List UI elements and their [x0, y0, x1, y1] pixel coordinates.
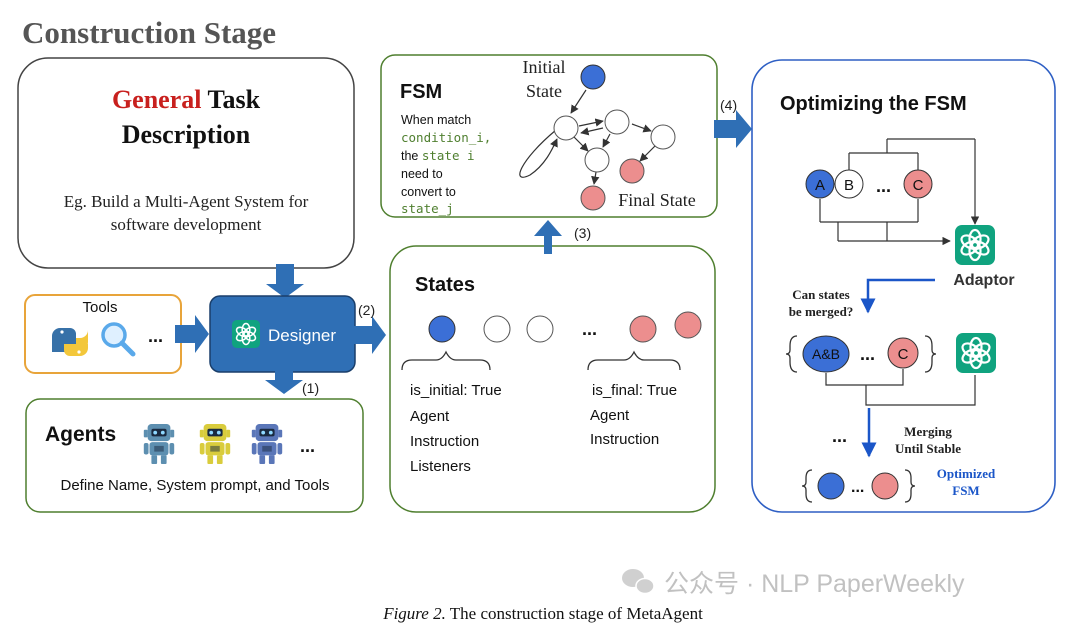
opt-node-b-label: B: [844, 177, 854, 194]
figure-caption: Figure 2. The construction stage of Meta…: [382, 604, 703, 623]
states-ellipsis: ...: [582, 319, 597, 339]
set-brace-right: [904, 469, 916, 503]
python-icon: [52, 328, 88, 356]
merge-question: Can states: [792, 287, 849, 302]
task-example-line2: software development: [111, 215, 262, 234]
state-node: [483, 315, 511, 343]
optimized-fsm-label: Optimized: [937, 466, 996, 481]
arrow-icon: [714, 110, 752, 148]
final-attr: Instruction: [590, 431, 659, 448]
tools-ellipsis: ...: [148, 326, 163, 346]
fsm-initial-node: [580, 64, 606, 90]
tools-label: Tools: [82, 299, 117, 316]
initial-attr: is_initial: True: [410, 382, 502, 399]
arrow-icon: [352, 316, 386, 354]
task-example-line1: Eg. Build a Multi-Agent System for: [64, 192, 309, 211]
initial-state-label: Initial: [523, 57, 566, 77]
optimize-box: Optimizing the FSM A B ... C Adaptor Can…: [751, 59, 1056, 513]
openai-icon: [232, 320, 260, 348]
opt-node-b: [834, 169, 864, 199]
fsm-node: [604, 109, 630, 135]
wechat-icon: [622, 569, 655, 595]
state-node-final: [629, 315, 657, 343]
opt-node-c-label: C: [898, 346, 909, 363]
opt-node-ab-label: A&B: [812, 346, 840, 362]
merge-loop-lines: [825, 369, 976, 406]
task-description-box: General Task Description Eg. Build a Mul…: [17, 57, 355, 269]
initial-attr: Instruction: [410, 433, 479, 450]
agents-ellipsis: ...: [300, 436, 315, 456]
opt-ellipsis: ...: [876, 176, 891, 196]
fsm-final-node: [580, 185, 606, 211]
set-brace-left: [801, 469, 813, 503]
opt-node-a-label: A: [815, 177, 825, 194]
step-1-label: (1): [302, 380, 319, 396]
optimize-title: Optimizing the FSM: [780, 93, 967, 115]
magnifier-icon: [101, 322, 136, 357]
opt-final-final-node: [871, 472, 899, 500]
opt-node-a: [805, 169, 835, 199]
fsm-condition: When match condition_i, the state i need…: [401, 113, 495, 216]
agents-title: Agents: [45, 423, 116, 446]
final-state-label: Final State: [618, 190, 696, 210]
tools-box: Tools ...: [24, 294, 182, 374]
task-title: General Task: [112, 85, 261, 114]
opt-final-initial-node: [817, 472, 845, 500]
fsm-final-node: [619, 158, 645, 184]
fsm-graph: [519, 89, 657, 185]
final-attr: is_final: True: [592, 382, 677, 399]
opt-node-c: [903, 169, 933, 199]
watermark: 公众号 · NLP PaperWeekly: [622, 569, 965, 598]
states-title: States: [415, 274, 475, 296]
initial-state-label: State: [526, 81, 562, 101]
blue-arrow-merge-question: [860, 278, 935, 314]
designer-label: Designer: [268, 326, 336, 345]
openai-icon: [956, 333, 996, 373]
agents-description: Define Name, System prompt, and Tools: [60, 477, 329, 494]
fsm-box: FSM When match condition_i, the state i …: [380, 54, 718, 218]
set-brace-right: [924, 335, 937, 373]
initial-attr: Listeners: [410, 458, 471, 475]
initial-brace: [401, 350, 491, 371]
opt-node-ab: [802, 335, 850, 373]
optimized-fsm-label: FSM: [952, 483, 979, 498]
step-2-label: (2): [358, 302, 375, 318]
set-brace-left: [785, 335, 798, 373]
openai-icon: [955, 225, 995, 265]
state-node: [526, 315, 554, 343]
step-4-label: (4): [720, 97, 737, 113]
opt-node-c: [887, 337, 919, 369]
merging-label: Merging: [904, 424, 952, 439]
opt-ellipsis: ...: [851, 479, 864, 496]
arrow-icon: [534, 220, 562, 254]
fsm-node: [553, 115, 579, 141]
arrow-icon: [265, 370, 303, 394]
page-title: Construction Stage: [22, 15, 276, 50]
final-attr: Agent: [590, 407, 630, 424]
arrow-icon: [175, 315, 209, 353]
states-box: States ... is_initial: True Agent Instru…: [389, 245, 716, 513]
fsm-node: [650, 124, 676, 150]
state-node-initial: [428, 315, 456, 343]
merging-label: Until Stable: [895, 441, 961, 456]
opt-ellipsis: ...: [860, 344, 875, 364]
state-node-final: [674, 311, 702, 339]
agents-box: Agents ... Define Name, System prompt, a…: [25, 398, 364, 513]
opt-node-c-label: C: [913, 177, 924, 194]
fsm-node: [584, 147, 610, 173]
final-brace: [587, 350, 681, 371]
merge-lines: [819, 138, 980, 246]
task-title-line2: Description: [122, 120, 251, 149]
arrow-icon: [266, 264, 304, 298]
initial-attr: Agent: [410, 408, 450, 425]
fsm-title: FSM: [400, 81, 442, 103]
step-3-label: (3): [574, 225, 591, 241]
merge-question: be merged?: [789, 304, 854, 319]
designer-node: Designer: [209, 295, 356, 373]
opt-ellipsis: ...: [832, 426, 847, 446]
adaptor-label: Adaptor: [953, 272, 1014, 289]
watermark-text: 公众号 · NLP PaperWeekly: [664, 570, 965, 598]
